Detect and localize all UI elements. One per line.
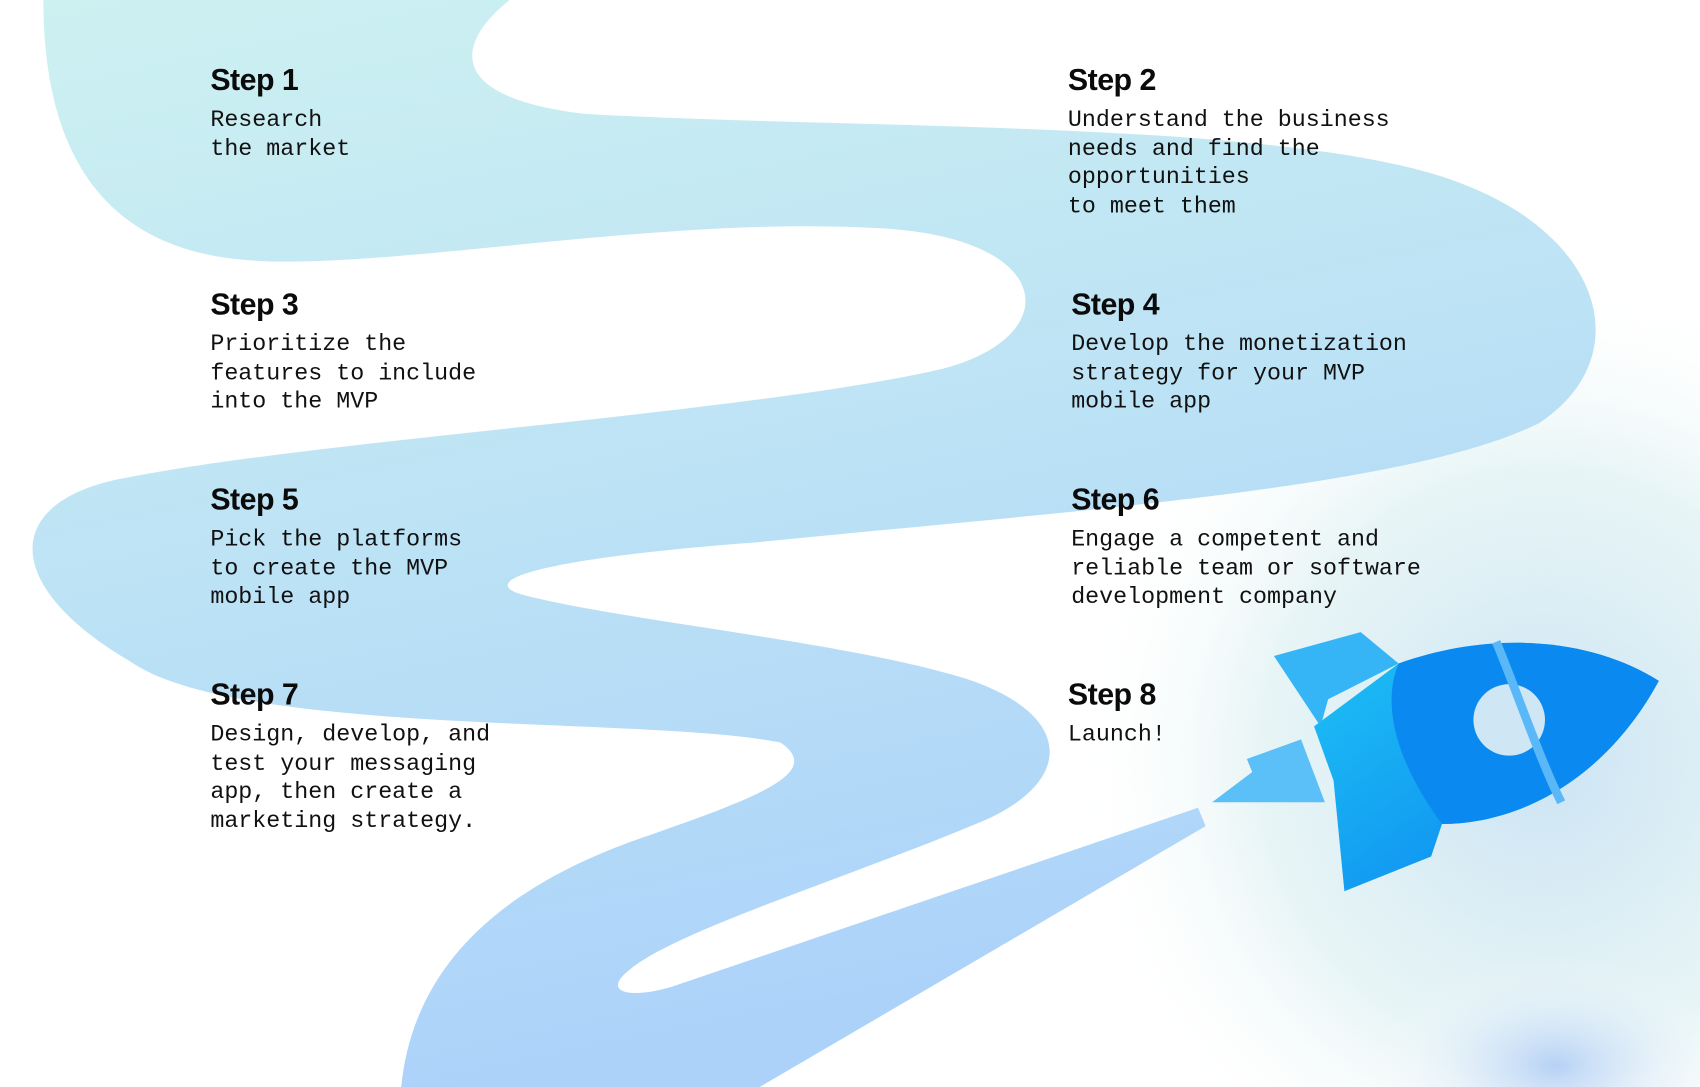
step-description: Pick the platforms to create the MVP mob… bbox=[210, 526, 463, 611]
step-title: Step 2 bbox=[1067, 62, 1156, 97]
ribbon-path bbox=[32, 0, 1596, 1087]
step-description: Launch! bbox=[1067, 722, 1166, 749]
step-title: Step 6 bbox=[1071, 482, 1160, 517]
step-description: Prioritize the features to include into … bbox=[210, 331, 477, 416]
step-3: Step 3 Prioritize the features to includ… bbox=[210, 287, 476, 417]
step-description: Design, develop, and test your messaging… bbox=[210, 722, 491, 835]
step-title: Step 3 bbox=[210, 287, 299, 321]
step-5: Step 5 Pick the platforms to create the … bbox=[210, 482, 462, 612]
step-title: Step 5 bbox=[210, 482, 299, 517]
rocket-icon bbox=[1212, 632, 1659, 892]
step-7: Step 7 Design, develop, and test your me… bbox=[210, 678, 490, 837]
step-8: Step 8 Launch! bbox=[1068, 678, 1166, 750]
step-description: Engage a competent and reliable team or … bbox=[1071, 526, 1421, 611]
step-6: Step 6 Engage a competent and reliable t… bbox=[1071, 482, 1421, 612]
step-2: Step 2 Understand the business needs and… bbox=[1068, 63, 1390, 222]
step-1: Step 1 Research the market bbox=[210, 63, 350, 164]
step-title: Step 7 bbox=[210, 677, 299, 712]
step-description: Understand the business needs and find t… bbox=[1067, 107, 1390, 221]
step-description: Develop the monetization strategy for yo… bbox=[1071, 331, 1407, 416]
step-title: Step 1 bbox=[210, 62, 299, 97]
step-4: Step 4 Develop the monetization strategy… bbox=[1071, 287, 1407, 417]
step-description: Research the market bbox=[210, 107, 351, 163]
step-title: Step 4 bbox=[1071, 287, 1160, 321]
step-title: Step 8 bbox=[1067, 677, 1156, 712]
